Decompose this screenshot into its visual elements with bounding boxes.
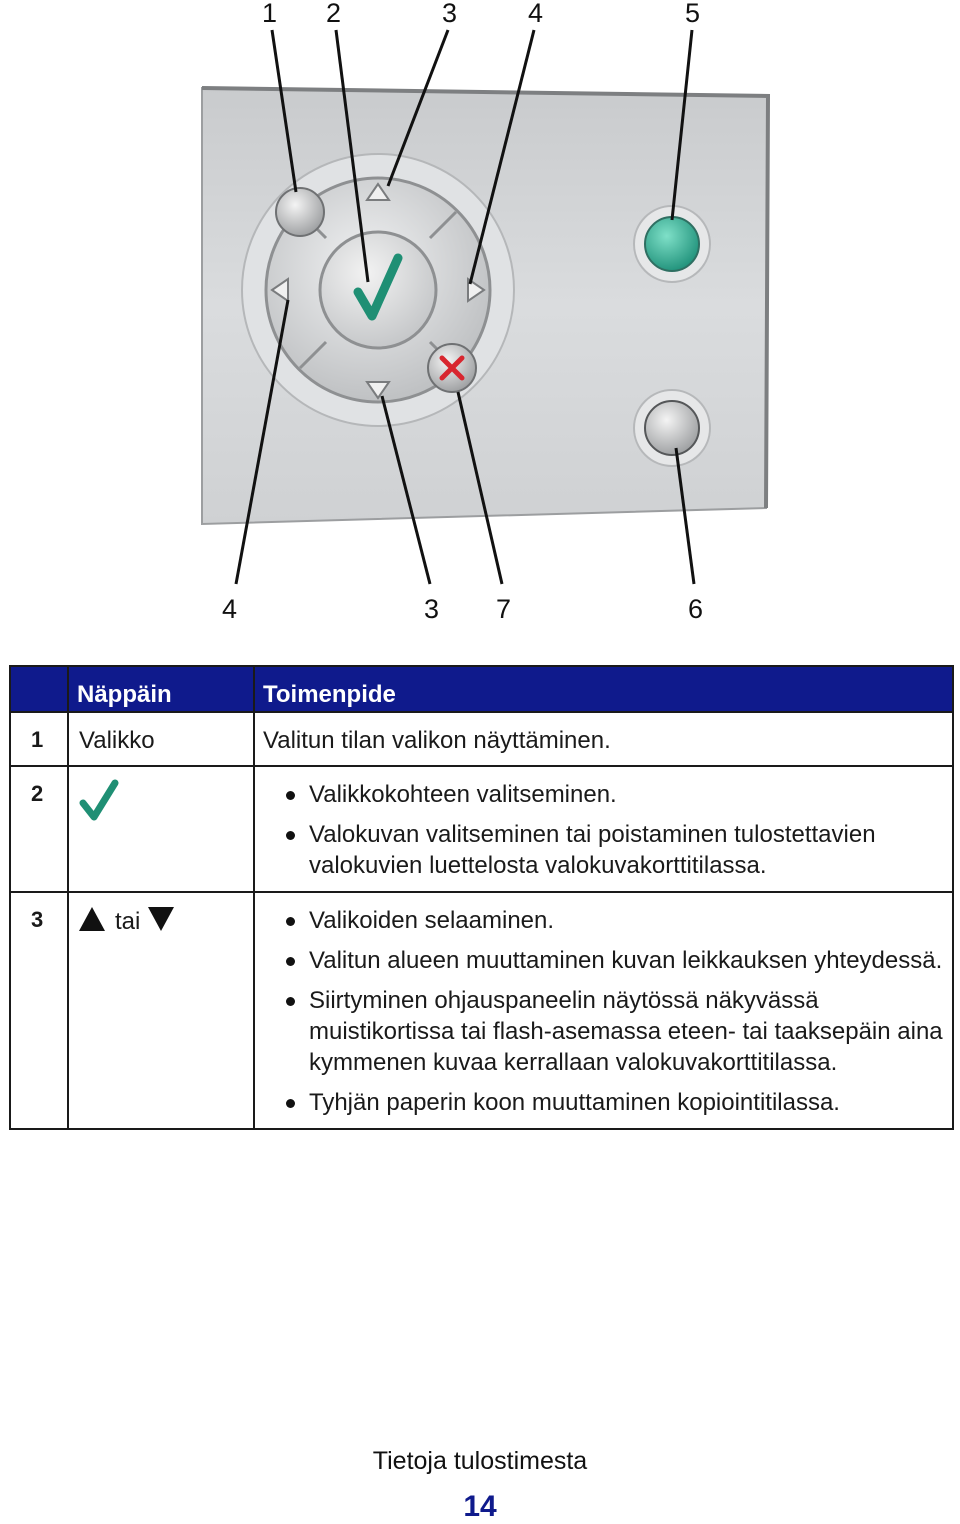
page-number: 14 — [463, 1490, 497, 1523]
row-number: 3 — [9, 891, 69, 1130]
table-row: 3 tai Valikoiden selaaminen. Valitun alu… — [9, 891, 954, 1130]
arrow-left-icon — [270, 277, 289, 303]
row-action-cell: Valikkokohteen valitseminen. Valokuvan v… — [253, 765, 954, 893]
header-action: Toimenpide — [253, 665, 954, 713]
list-item: Valokuvan valitseminen tai poistaminen t… — [263, 819, 944, 881]
key-function-table: Näppäin Toimenpide 1 Valikko Valitun til… — [9, 665, 954, 1130]
cancel-x-icon — [439, 355, 465, 381]
header-num-cell — [9, 665, 69, 713]
footer-title: Tietoja tulostimesta — [372, 1447, 588, 1475]
callout-7-bottom: 7 — [496, 594, 512, 624]
row-key-icon-cell: tai — [67, 891, 255, 1130]
checkmark-icon — [79, 779, 119, 821]
control-panel-illustration — [201, 29, 771, 585]
list-item: Valikkokohteen valitseminen. — [263, 779, 944, 810]
start-button — [644, 216, 700, 272]
callout-2-top: 2 — [326, 0, 342, 28]
row-number: 1 — [9, 711, 69, 767]
list-item: Tyhjän paperin koon muuttaminen kopioint… — [263, 1087, 944, 1118]
arrow-right-icon — [467, 277, 486, 303]
action-bullet-list: Valikoiden selaaminen. Valitun alueen mu… — [263, 905, 944, 1118]
select-button — [318, 230, 438, 350]
list-item: Valitun alueen muuttaminen kuvan leikkau… — [263, 945, 944, 976]
callout-3-bottom: 3 — [424, 594, 440, 624]
table-row: 2 Valikkokohteen valitseminen. Valokuvan… — [9, 765, 954, 893]
row-key-icon-cell — [67, 765, 255, 893]
arrow-down-icon — [148, 907, 175, 931]
arrow-up-icon — [79, 907, 105, 931]
list-item: Valikoiden selaaminen. — [263, 905, 944, 936]
stop-button — [644, 400, 700, 456]
callout-3-top: 3 — [442, 0, 458, 28]
row-key-label: Valikko — [67, 711, 255, 767]
header-key: Näppäin — [67, 665, 255, 713]
table-row: 1 Valikko Valitun tilan valikon näyttämi… — [9, 711, 954, 767]
action-bullet-list: Valikkokohteen valitseminen. Valokuvan v… — [263, 779, 944, 881]
callout-4-top: 4 — [528, 0, 544, 28]
checkmark-icon — [353, 253, 403, 321]
menu-button — [275, 187, 325, 237]
arrow-up-icon — [365, 182, 391, 201]
row-action-cell: Valikoiden selaaminen. Valitun alueen mu… — [253, 891, 954, 1130]
key-joiner-text: tai — [115, 908, 141, 935]
callout-6-bottom: 6 — [688, 594, 704, 624]
row-action-text: Valitun tilan valikon näyttäminen. — [253, 711, 954, 767]
list-item: Siirtyminen ohjauspaneelin näytössä näky… — [263, 985, 944, 1078]
callout-1-top: 1 — [262, 0, 278, 28]
callout-4-bottom: 4 — [222, 594, 238, 624]
row-number: 2 — [9, 765, 69, 893]
table-header-row: Näppäin Toimenpide — [9, 665, 954, 713]
arrow-down-icon — [365, 381, 391, 400]
callout-5-top: 5 — [685, 0, 701, 28]
